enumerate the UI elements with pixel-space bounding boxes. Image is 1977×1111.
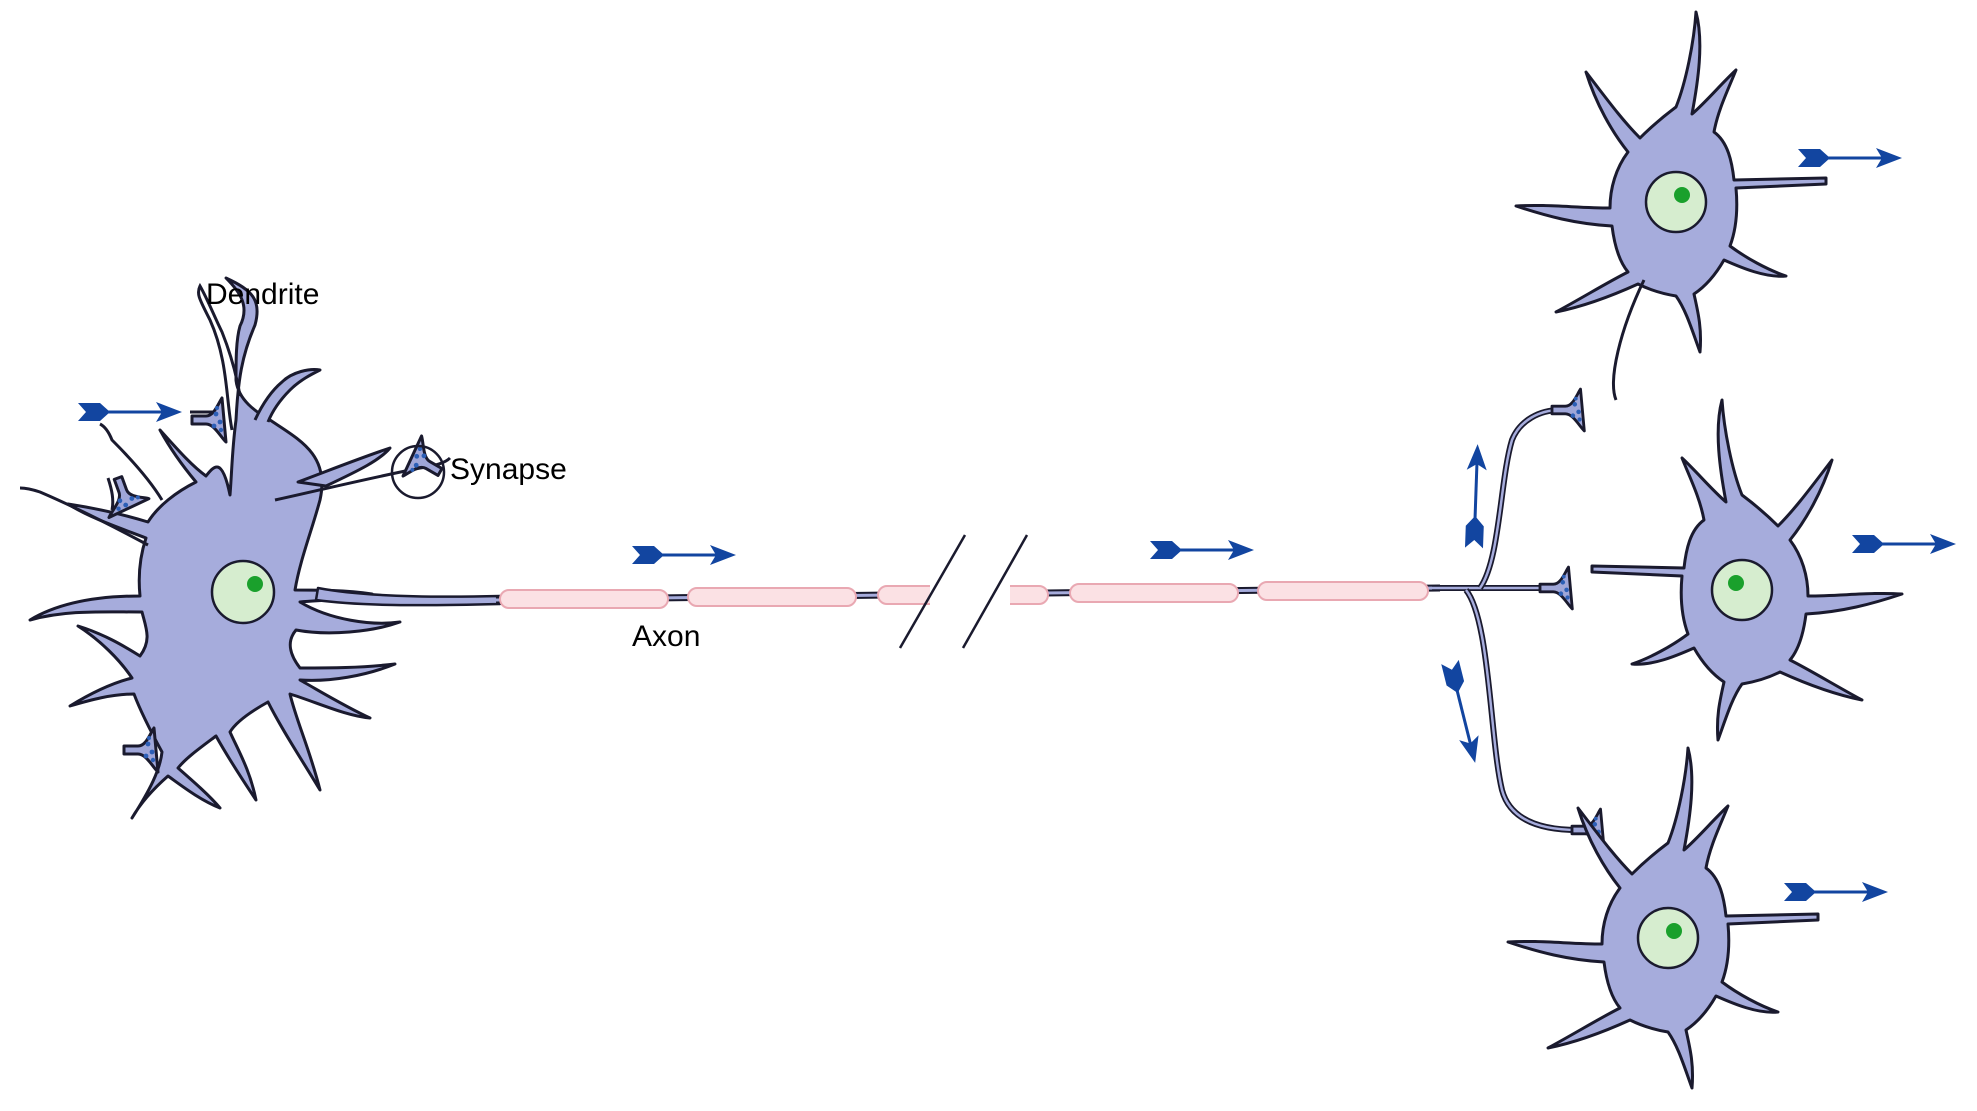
myelin-segment [687, 587, 857, 607]
axon-terminal-branches [1432, 387, 1606, 853]
incoming-synapse-circled [390, 434, 453, 500]
dendrite-branch [253, 368, 322, 423]
synapse-highlight-circle [390, 444, 446, 500]
postsynaptic-neuron-top [1514, 10, 1828, 401]
outgoing-synapse [1538, 565, 1574, 611]
label-dendrite: Dendrite [206, 278, 319, 311]
label-synapse: Synapse [450, 453, 567, 486]
signal-direction-arrow-icon [76, 400, 184, 424]
presynaptic-cell-body [28, 276, 402, 820]
postsynaptic-neuron-bottom [1506, 746, 1820, 1090]
incoming-synapse [122, 726, 160, 774]
signal-direction-arrow-icon [1850, 532, 1958, 556]
incoming-synapse [95, 468, 152, 519]
dendrite-branch [19, 486, 149, 547]
dendrite-branch [99, 422, 164, 501]
dendrite-branch [296, 446, 392, 488]
myelin-segment [499, 589, 669, 609]
myelin-segment [1069, 583, 1239, 603]
postsynaptic-neuron-middle [1590, 398, 1904, 742]
signal-direction-arrow-icon [1438, 658, 1487, 767]
presynaptic-nucleolus [247, 576, 263, 592]
outgoing-synapse [1550, 387, 1586, 433]
dendrite-branch [196, 282, 242, 431]
axon-hillock [314, 586, 502, 607]
label-axon: Axon [632, 620, 700, 653]
myelin-segment [1257, 581, 1429, 601]
presynaptic-neuron [19, 276, 502, 820]
signal-direction-arrow-icon [1782, 880, 1890, 904]
incoming-synapse [190, 396, 228, 444]
presynaptic-nucleus [210, 559, 276, 625]
signal-direction-arrow-icon [1462, 442, 1490, 550]
axon-break-icon [898, 534, 1029, 649]
signal-direction-arrow-icon [1148, 538, 1256, 562]
signal-direction-arrow-icon [1796, 146, 1904, 170]
myelin-sheath [499, 581, 1429, 609]
signal-direction-arrow-icon [630, 543, 738, 567]
